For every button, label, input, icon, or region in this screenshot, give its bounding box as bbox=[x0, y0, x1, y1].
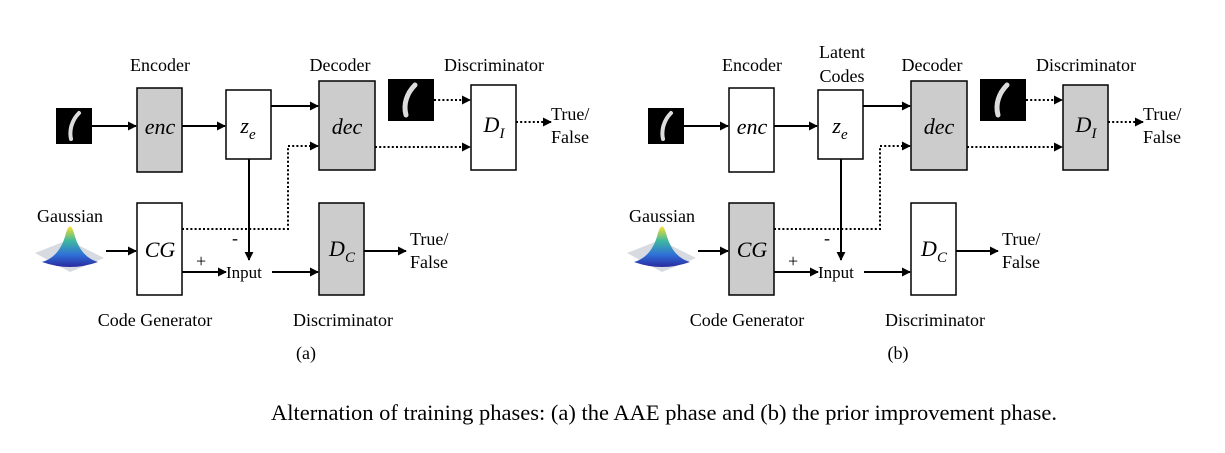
plus-sign: + bbox=[196, 251, 206, 271]
dc-symbol: DC bbox=[920, 236, 948, 266]
input-label: Input bbox=[226, 263, 262, 282]
decoder-box bbox=[910, 80, 968, 171]
code-generator-box bbox=[728, 202, 775, 296]
di-symbol: DI bbox=[1075, 112, 1098, 142]
mnist-digit-image-2 bbox=[388, 79, 434, 121]
code-generator-label: Code Generator bbox=[690, 310, 804, 330]
encoder-box bbox=[136, 87, 183, 173]
enc-text: enc bbox=[737, 114, 768, 139]
mnist-digit-image bbox=[648, 108, 684, 144]
figure-caption: Alternation of training phases: (a) the … bbox=[271, 400, 1057, 425]
discriminator-bottom-label: Discriminator bbox=[293, 310, 393, 330]
ze-symbol: ze bbox=[239, 113, 256, 143]
true-label-bottom: True/ bbox=[1002, 229, 1040, 249]
encoder-label: Encoder bbox=[130, 55, 190, 75]
encoder-label: Encoder bbox=[722, 55, 782, 75]
latent-code-box bbox=[817, 89, 864, 160]
dec-text: dec bbox=[924, 114, 955, 139]
code-discriminator-box bbox=[318, 202, 365, 296]
decoder-label: Decoder bbox=[310, 55, 371, 75]
enc-text: enc bbox=[145, 114, 176, 139]
mnist-digit-image-2 bbox=[980, 79, 1026, 121]
dec-text: dec bbox=[332, 114, 363, 139]
panel-a-label: (a) bbox=[296, 343, 316, 364]
decoder-box bbox=[318, 80, 376, 171]
false-label-top: False bbox=[551, 127, 589, 147]
code-discriminator-box bbox=[910, 202, 957, 296]
code-generator-label: Code Generator bbox=[98, 310, 212, 330]
mnist-digit-image bbox=[56, 108, 92, 144]
latent-code-box bbox=[225, 89, 272, 160]
panel-b-label: (b) bbox=[888, 343, 909, 364]
plus-sign: + bbox=[788, 251, 798, 271]
true-label-top: True/ bbox=[1143, 104, 1181, 124]
dc-symbol: DC bbox=[328, 236, 356, 266]
gaussian-surface-image bbox=[35, 226, 104, 272]
panel-a: Encoder Decoder Discriminator enc ze dec… bbox=[35, 55, 589, 364]
image-discriminator-box bbox=[470, 84, 517, 171]
input-label: Input bbox=[818, 263, 854, 282]
cg-text: CG bbox=[145, 237, 176, 262]
ze-symbol: ze bbox=[831, 113, 848, 143]
minus-sign: - bbox=[824, 228, 830, 248]
panel-b: Encoder Latent Codes Decoder Discriminat… bbox=[627, 42, 1181, 364]
decoder-label: Decoder bbox=[902, 55, 963, 75]
di-symbol: DI bbox=[483, 112, 506, 142]
code-generator-box bbox=[136, 202, 183, 296]
discriminator-top-label: Discriminator bbox=[444, 55, 544, 75]
discriminator-top-label: Discriminator bbox=[1036, 55, 1136, 75]
latent-codes-label-line1: Latent bbox=[819, 42, 865, 62]
image-discriminator-box bbox=[1062, 84, 1109, 171]
gaussian-surface-image bbox=[627, 226, 696, 272]
false-label-bottom: False bbox=[410, 252, 448, 272]
minus-sign: - bbox=[232, 228, 238, 248]
false-label-bottom: False bbox=[1002, 252, 1040, 272]
false-label-top: False bbox=[1143, 127, 1181, 147]
true-label-top: True/ bbox=[551, 104, 589, 124]
discriminator-bottom-label: Discriminator bbox=[885, 310, 985, 330]
gaussian-label: Gaussian bbox=[629, 206, 695, 226]
true-label-bottom: True/ bbox=[410, 229, 448, 249]
encoder-box bbox=[728, 87, 775, 173]
latent-codes-label-line2: Codes bbox=[820, 66, 865, 86]
cg-text: CG bbox=[737, 237, 768, 262]
gaussian-label: Gaussian bbox=[37, 206, 103, 226]
